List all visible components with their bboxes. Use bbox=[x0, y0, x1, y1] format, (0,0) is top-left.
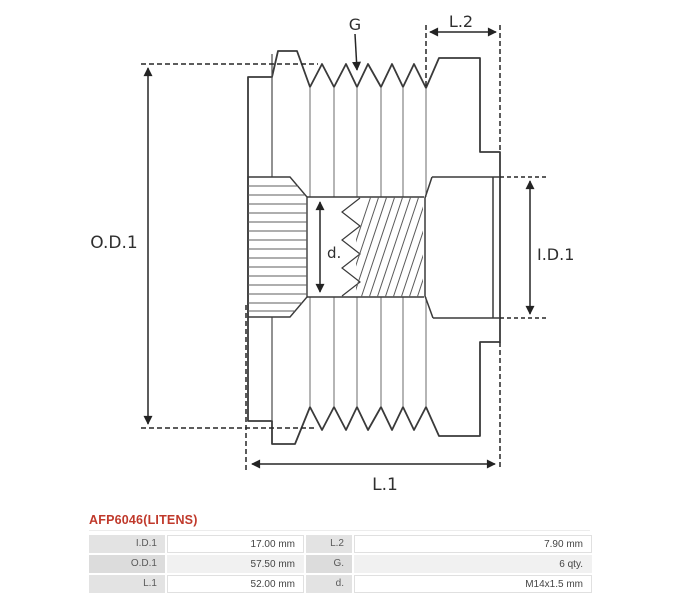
spec-key: G. bbox=[306, 555, 352, 573]
dimension-od1: O.D.1 bbox=[90, 63, 318, 429]
spec-value: 6 qty. bbox=[354, 555, 592, 573]
od1-label: O.D.1 bbox=[90, 233, 137, 253]
spec-table: I.D.1 17.00 mm L.2 7.90 mm O.D.1 57.50 m… bbox=[89, 535, 592, 593]
spec-value: 7.90 mm bbox=[354, 535, 592, 553]
id1-label: I.D.1 bbox=[537, 245, 574, 264]
dimension-d: d. bbox=[315, 201, 341, 293]
pulley-outline bbox=[247, 50, 501, 445]
thread-profile bbox=[341, 197, 361, 297]
dimension-g: G bbox=[349, 15, 361, 71]
dimension-l1: L.1 bbox=[245, 305, 501, 495]
pulley-technical-drawing: O.D.1 L.2 G I.D.1 d. L.1 bbox=[90, 12, 574, 495]
inner-sleeve bbox=[424, 176, 500, 319]
spec-value: M14x1.5 mm bbox=[354, 575, 592, 593]
d-label: d. bbox=[327, 244, 341, 262]
thread-hatch bbox=[356, 197, 423, 297]
spec-key: I.D.1 bbox=[89, 535, 165, 553]
spec-key: O.D.1 bbox=[89, 555, 165, 573]
l1-label: L.1 bbox=[372, 475, 398, 495]
g-label: G bbox=[349, 15, 361, 34]
spec-value: 57.50 mm bbox=[167, 555, 304, 573]
spec-value: 17.00 mm bbox=[167, 535, 304, 553]
spec-key: L.1 bbox=[89, 575, 165, 593]
spec-key: L.2 bbox=[306, 535, 352, 553]
part-number-title: AFP6046(LITENS) bbox=[89, 513, 590, 531]
groove-section-lines bbox=[309, 87, 427, 407]
knurl-hatch bbox=[248, 185, 307, 312]
spec-key: d. bbox=[306, 575, 352, 593]
spec-value: 52.00 mm bbox=[167, 575, 304, 593]
dimension-l2: L.2 bbox=[425, 12, 501, 152]
spec-section: AFP6046(LITENS) I.D.1 17.00 mm L.2 7.90 … bbox=[89, 513, 592, 593]
knurled-hub bbox=[247, 176, 308, 318]
l2-label: L.2 bbox=[449, 12, 473, 31]
threaded-bore bbox=[341, 197, 423, 297]
dimension-id1: I.D.1 bbox=[500, 176, 574, 319]
